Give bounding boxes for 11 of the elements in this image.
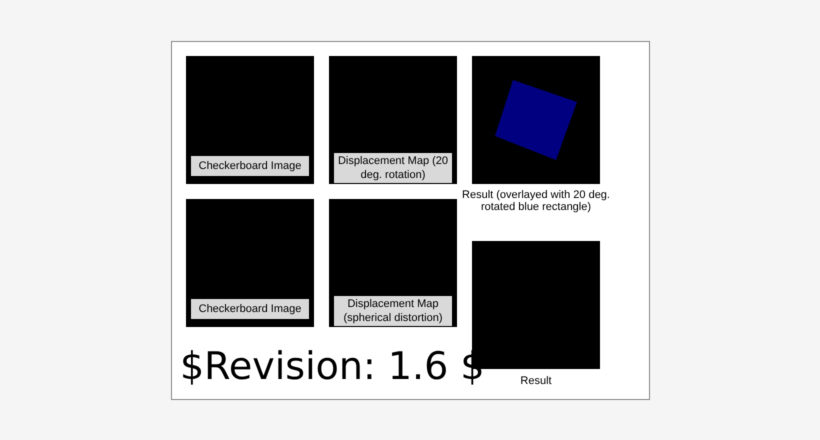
image-caption: Displacement Map (20 deg. rotation) bbox=[334, 153, 452, 183]
result-caption: Result (overlayed with 20 deg. rotated blue rectangle) bbox=[461, 189, 611, 213]
result-caption: Result bbox=[519, 375, 553, 387]
image-caption: Checkerboard Image bbox=[191, 156, 309, 176]
image-panel bbox=[186, 56, 314, 184]
figure-frame bbox=[171, 41, 650, 400]
image-caption: Displacement Map (spherical distortion) bbox=[334, 296, 452, 326]
image-caption: Checkerboard Image bbox=[191, 299, 309, 319]
image-panel bbox=[186, 199, 314, 327]
image-panel bbox=[329, 199, 457, 327]
image-panel bbox=[329, 56, 457, 184]
